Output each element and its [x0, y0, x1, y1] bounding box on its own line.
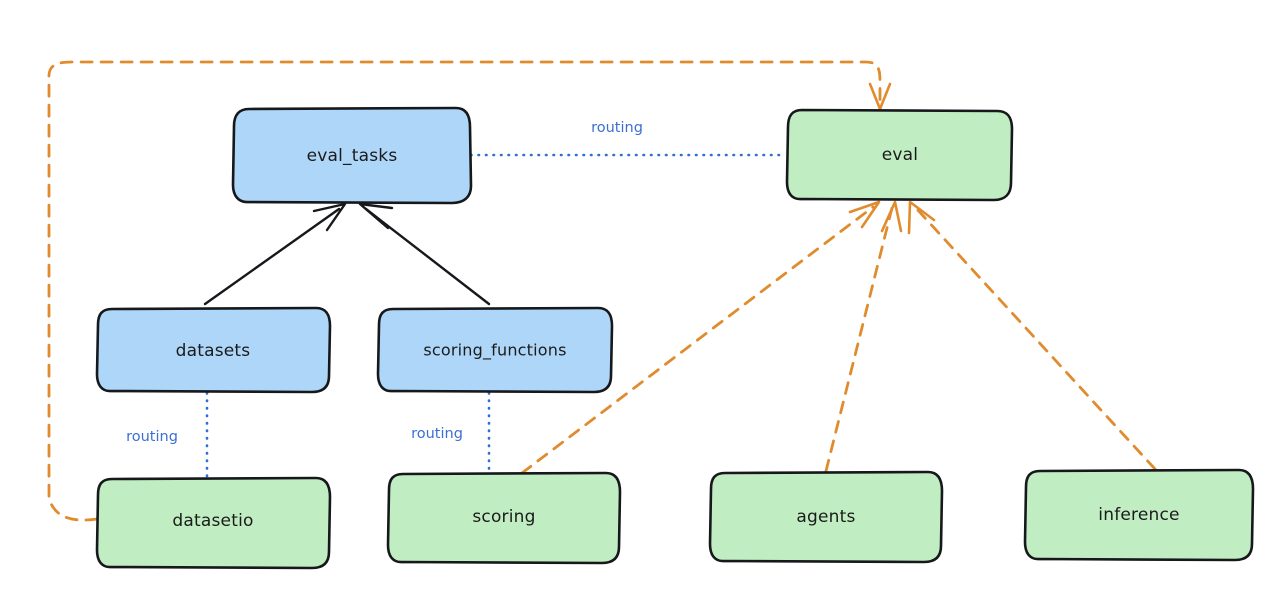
node-inference[interactable]: inference — [1023, 468, 1255, 562]
edge-datasetio-eval — [47, 60, 882, 522]
edge-datasets-eval-tasks — [203, 207, 341, 306]
edge-label-routing-scoring: routing — [411, 426, 463, 442]
arrowhead-scoring-functions-eval-tasks — [358, 202, 394, 230]
arrowhead-inference-eval — [907, 200, 936, 235]
node-eval[interactable]: eval — [785, 108, 1014, 202]
edge-scoring-functions-eval-tasks — [364, 207, 491, 306]
node-agents[interactable]: agents — [708, 470, 944, 564]
node-label-eval: eval — [882, 145, 918, 165]
arrowhead-datasetio-eval — [868, 82, 892, 111]
edge-inference-eval — [913, 205, 1157, 471]
node-label-datasetio: datasetio — [172, 511, 253, 531]
edge-label-routing-datasets: routing — [126, 429, 178, 445]
node-layer: eval_tasks eval datasets scoring_functio… — [95, 106, 1255, 570]
node-scoring[interactable]: scoring — [386, 471, 622, 565]
node-label-eval-tasks: eval_tasks — [307, 146, 398, 166]
node-label-inference: inference — [1098, 505, 1179, 525]
node-eval-tasks[interactable]: eval_tasks — [231, 106, 473, 205]
arrowhead-agents-eval — [880, 200, 903, 233]
node-label-scoring-functions: scoring_functions — [423, 341, 566, 361]
arrowhead-scoring-eval — [848, 200, 881, 229]
node-label-datasets: datasets — [176, 341, 251, 361]
edge-agents-eval — [824, 206, 894, 473]
node-datasets[interactable]: datasets — [95, 306, 332, 394]
edge-scoring-eval — [520, 205, 875, 475]
node-label-scoring: scoring — [472, 507, 535, 527]
arrowhead-datasets-eval-tasks — [312, 202, 347, 232]
edge-label-routing-top: routing — [591, 120, 643, 136]
node-label-agents: agents — [796, 507, 855, 527]
node-datasetio[interactable]: datasetio — [95, 476, 332, 570]
node-scoring-functions[interactable]: scoring_functions — [376, 306, 614, 394]
edge-layer: routing routing routing — [47, 60, 1157, 522]
